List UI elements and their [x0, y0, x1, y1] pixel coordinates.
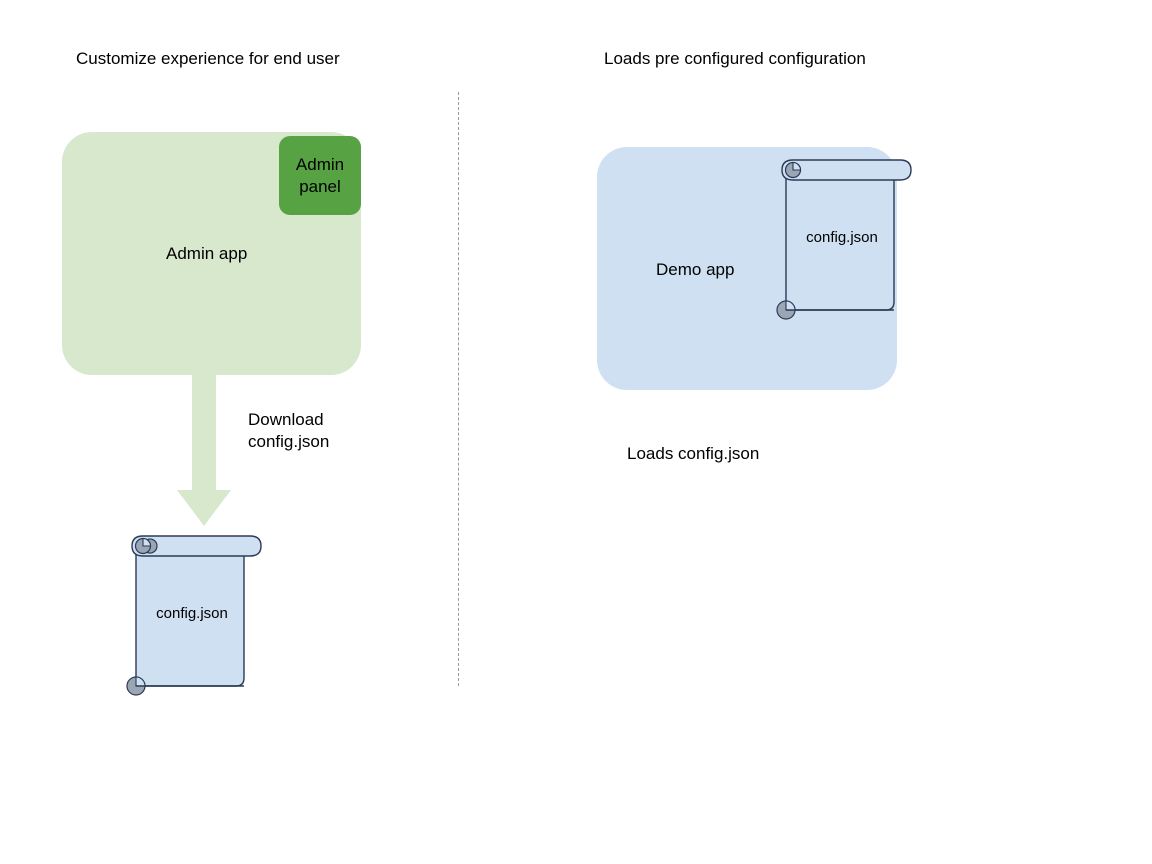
- admin-panel-label-line1: Admin: [295, 154, 345, 174]
- download-arrow-label-line1: Download: [248, 410, 324, 429]
- admin-panel-label: Admin panel: [296, 154, 344, 198]
- left-panel-title: Customize experience for end user: [76, 49, 340, 68]
- admin-panel-box[interactable]: Admin panel: [279, 136, 361, 215]
- config-json-document-right-label: config.json: [806, 229, 878, 246]
- loads-config-caption: Loads config.json: [627, 444, 760, 463]
- config-json-document-left-label: config.json: [156, 605, 228, 622]
- config-json-document-right[interactable]: config.json: [768, 150, 918, 320]
- config-json-document-left[interactable]: config.json: [118, 526, 268, 696]
- vertical-divider: [458, 92, 459, 686]
- download-arrow-label: Download config.json: [248, 409, 329, 453]
- admin-app-label: Admin app: [166, 244, 248, 263]
- right-panel-title: Loads pre configured configuration: [604, 49, 866, 68]
- admin-panel-label-line2: panel: [299, 176, 341, 196]
- download-arrow-label-line2: config.json: [248, 432, 330, 451]
- demo-app-label: Demo app: [656, 260, 735, 279]
- down-arrow-icon: [177, 370, 231, 526]
